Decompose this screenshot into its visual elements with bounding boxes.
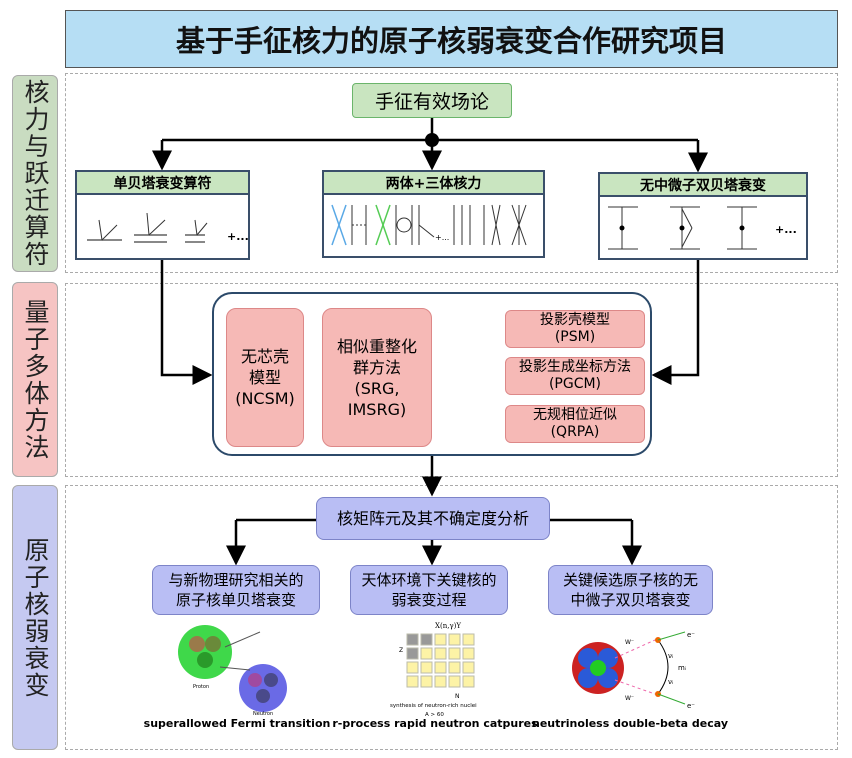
junction-dot [425, 133, 439, 147]
svg-text:e⁻: e⁻ [687, 631, 695, 639]
caption-fermi: superallowed Fermi transition [143, 717, 331, 730]
nuclear-force-box: 两体+三体核力 +... [322, 170, 545, 258]
srg-box: 相似重整化 群方法 (SRG, IMSRG) [322, 308, 432, 447]
side-label-weak-decay: 原子核弱衰变 [12, 485, 58, 750]
box-header: 无中微子双贝塔衰变 [600, 174, 806, 197]
svg-text:+...: +... [227, 230, 248, 243]
panel-forces [65, 73, 838, 273]
single-beta-application-box: 与新物理研究相关的 原子核单贝塔衰变 [152, 565, 320, 615]
psm-box: 投影壳模型 (PSM) [505, 310, 645, 348]
side-label-many-body: 量子多体方法 [12, 282, 58, 477]
svg-text:mᵢ: mᵢ [678, 664, 686, 672]
svg-text:Neutron: Neutron [253, 711, 273, 717]
double-beta-application-box: 关键候选原子核的无 中微子双贝塔衰变 [548, 565, 713, 615]
box-header: 单贝塔衰变算符 [77, 172, 248, 195]
nme-analysis-box: 核矩阵元及其不确定度分析 [316, 497, 550, 540]
svg-text:N: N [455, 693, 460, 700]
svg-text:Proton: Proton [193, 684, 209, 690]
qrpa-box: 无规相位近似 (QRPA) [505, 405, 645, 443]
svg-text:W⁻: W⁻ [625, 639, 634, 646]
feynman-diagrams-icon: +... [87, 212, 249, 243]
caption-double-beta: neutrinoless double-beta decay [531, 717, 728, 730]
panel-many-body [65, 283, 838, 477]
svg-text:synthesis of neutron-rich nucl: synthesis of neutron-rich nuclei [390, 703, 477, 709]
svg-text:X(n,γ)Y: X(n,γ)Y [435, 622, 461, 630]
feynman-diagrams-icon: +... [331, 204, 527, 246]
panel-weak-decay [65, 485, 838, 750]
svg-text:Z: Z [399, 647, 403, 654]
chiral-eft-box: 手征有效场论 [352, 83, 512, 118]
astro-application-box: 天体环境下关键核的 弱衰变过程 [350, 565, 508, 615]
ncsm-box: 无芯壳 模型 (NCSM) [226, 308, 304, 447]
double-beta-operator-box: 无中微子双贝塔衰变 +... [598, 172, 808, 260]
page-title: 基于手征核力的原子核弱衰变合作研究项目 [65, 10, 838, 68]
svg-text:+...: +... [775, 223, 797, 236]
feynman-diagrams-icon: +... [608, 206, 797, 250]
svg-text:νᵢ: νᵢ [668, 652, 673, 660]
r-process-chart-image: X(n,γ)Y Z N synthesis of neutron-rich nu… [390, 622, 477, 718]
svg-text:W⁻: W⁻ [625, 695, 634, 702]
svg-text:νᵢ: νᵢ [668, 678, 673, 686]
caption-r-process: r-process rapid neutron catpures [332, 717, 538, 730]
svg-text:A > 60: A > 60 [425, 712, 444, 718]
svg-text:+...: +... [435, 233, 449, 242]
svg-text:e⁻: e⁻ [687, 702, 695, 710]
side-label-forces: 核力与跃迁算符 [12, 75, 58, 272]
single-beta-operator-box: 单贝塔衰变算符 +... [75, 170, 250, 260]
box-header: 两体+三体核力 [324, 172, 543, 195]
pgcm-box: 投影生成坐标方法 (PGCM) [505, 357, 645, 395]
